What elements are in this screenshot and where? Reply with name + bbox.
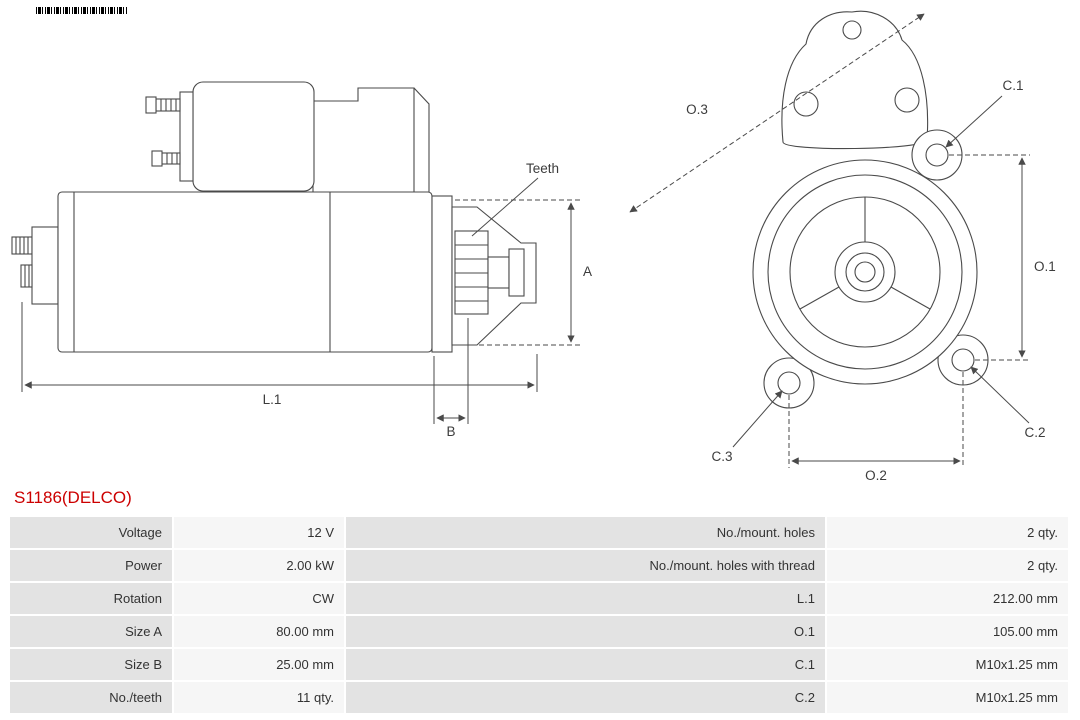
technical-drawing: Teeth A L.1 B [11, 10, 1056, 483]
label-a: A [583, 264, 592, 279]
spec-label: C.1 [346, 649, 825, 680]
callout-c1: C.1 [945, 78, 1024, 148]
dimension-o2: O.2 [788, 372, 964, 483]
spec-label: Size A [10, 616, 172, 647]
spec-label: No./mount. holes with thread [346, 550, 825, 581]
label-b: B [446, 424, 455, 439]
label-teeth: Teeth [526, 161, 559, 176]
label-l1: L.1 [263, 392, 282, 407]
mounting-hole-c2 [951, 348, 975, 372]
spec-value: CW [174, 583, 344, 614]
label-o1: O.1 [1034, 259, 1056, 274]
terminal-studs [145, 96, 181, 167]
teeth-callout: Teeth [471, 161, 559, 237]
spec-label: Voltage [10, 517, 172, 548]
barcode [36, 7, 128, 14]
label-c2: C.2 [1024, 425, 1045, 440]
housing-bracket [312, 87, 415, 193]
dimension-l1: L.1 [21, 302, 538, 407]
spec-value: 105.00 mm [827, 616, 1068, 647]
label-c1: C.1 [1002, 78, 1023, 93]
spec-value: 2.00 kW [174, 550, 344, 581]
mounting-hole-c3 [777, 371, 801, 395]
spec-label: C.2 [346, 682, 825, 713]
spec-label: No./teeth [10, 682, 172, 713]
spec-label: Rotation [10, 583, 172, 614]
label-o3: O.3 [686, 102, 708, 117]
spec-value: 2 qty. [827, 550, 1068, 581]
spec-label: O.1 [346, 616, 825, 647]
side-view [11, 81, 537, 353]
dimension-o3: O.3 [629, 13, 925, 213]
spec-table: Voltage 12 V No./mount. holes 2 qty. Pow… [10, 517, 1070, 713]
solenoid [192, 81, 315, 192]
part-number: S1186(DELCO) [14, 488, 132, 507]
callout-c3: C.3 [711, 390, 783, 464]
solenoid-top-hole [842, 20, 862, 40]
mounting-flange-side [431, 195, 453, 353]
spec-value: M10x1.25 mm [827, 649, 1068, 680]
mounting-hole-c1 [925, 143, 949, 167]
spec-label: Size B [10, 649, 172, 680]
label-o2: O.2 [865, 468, 887, 483]
front-view [752, 10, 989, 409]
dimension-a: A [455, 199, 592, 346]
spec-label: Power [10, 550, 172, 581]
spec-value: 11 qty. [174, 682, 344, 713]
drive-shaft [487, 256, 510, 289]
spec-label: L.1 [346, 583, 825, 614]
callout-c2: C.2 [970, 366, 1046, 440]
shaft-hub [834, 241, 896, 303]
spec-value: 80.00 mm [174, 616, 344, 647]
spec-value: 12 V [174, 517, 344, 548]
dimension-o1: O.1 [949, 154, 1056, 361]
spec-value: M10x1.25 mm [827, 682, 1068, 713]
motor-body [57, 191, 433, 353]
label-c3: C.3 [711, 449, 732, 464]
spec-value: 25.00 mm [174, 649, 344, 680]
spec-value: 2 qty. [827, 517, 1068, 548]
spec-value: 212.00 mm [827, 583, 1068, 614]
dimension-b: B [433, 318, 469, 439]
mounting-stud-left [11, 226, 59, 305]
pinion-gear [454, 230, 489, 315]
spec-label: No./mount. holes [346, 517, 825, 548]
